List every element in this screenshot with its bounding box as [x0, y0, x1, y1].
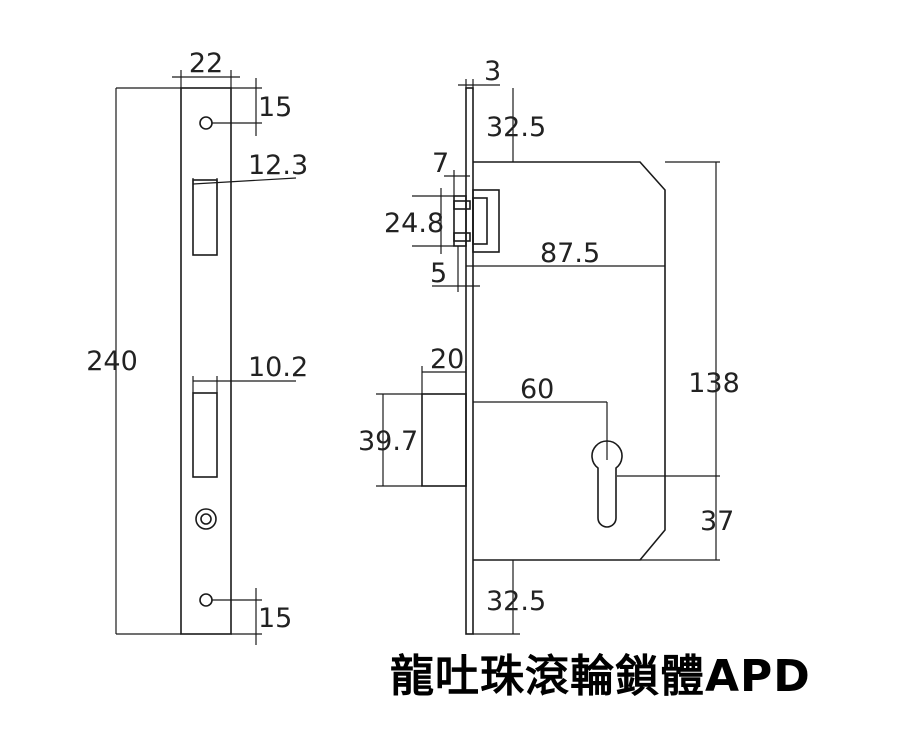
latch-slot: [192, 179, 218, 256]
side-faceplate: [465, 87, 474, 635]
dim-body-depth: 87.5: [540, 238, 600, 269]
bottom-screw-hole: [199, 593, 213, 607]
dim-top-margin: 32.5: [486, 112, 546, 143]
spindle-hole-inner: [200, 513, 212, 525]
dim-latch-protrusion: 7: [432, 148, 449, 179]
dim-faceplate-width: 22: [189, 48, 223, 79]
dim-plate-thickness: 3: [484, 56, 501, 87]
dim-body-height: 138: [688, 368, 740, 399]
dim-latch-offset: 12.3: [248, 150, 308, 181]
dim-bolt-offset: 10.2: [248, 352, 308, 383]
lock-case-outline: [473, 161, 666, 561]
bolt-slot: [192, 392, 218, 478]
latch-roller-top: [453, 200, 471, 210]
dim-backset: 60: [520, 374, 554, 405]
faceplate-outline: [180, 87, 232, 635]
dim-latch-gap: 5: [430, 258, 447, 289]
deadbolt: [421, 393, 467, 487]
dim-latch-height: 24.8: [384, 208, 444, 239]
dim-bolt-protrusion: 20: [430, 344, 464, 375]
spindle-hole-outer: [195, 508, 217, 530]
front-view: 22 240 15 12.3 10.2 15: [86, 48, 308, 645]
side-view: 3 32.5 7 24.8 5 87.5 20 39.7 60: [358, 56, 740, 635]
dim-total-height: 240: [86, 346, 138, 377]
top-screw-hole: [199, 116, 213, 130]
latch-housing: [472, 189, 500, 253]
product-title: 龍吐珠滾輪鎖體APD: [390, 651, 811, 702]
cylinder-cutout: [591, 440, 623, 528]
latch-roller-bottom: [453, 232, 471, 242]
latch-inner: [472, 197, 488, 245]
dim-bottom-margin: 32.5: [486, 586, 546, 617]
dim-cylinder-offset: 37: [700, 506, 734, 537]
latch-tongue: [453, 195, 467, 247]
dim-bolt-height: 39.7: [358, 426, 418, 457]
dim-top-hole: 15: [258, 92, 292, 123]
dim-bottom-hole: 15: [258, 603, 292, 634]
